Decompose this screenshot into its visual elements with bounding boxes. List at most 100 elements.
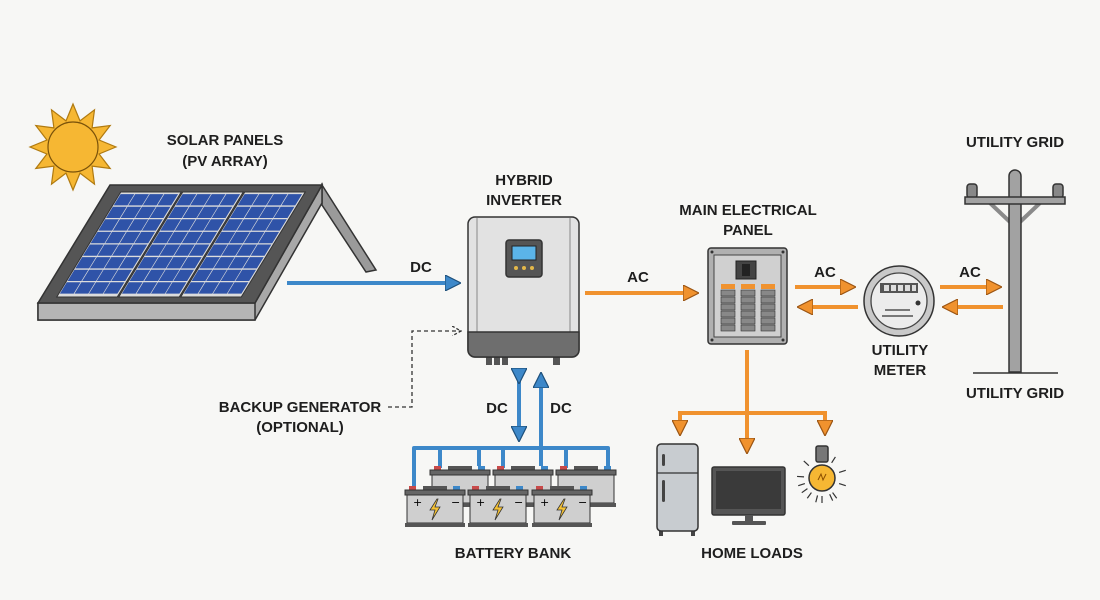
solar-cell bbox=[189, 219, 211, 231]
breaker-switch bbox=[740, 296, 756, 304]
svg-text:+: + bbox=[540, 496, 549, 509]
battery-bank[interactable]: +−+−+− bbox=[404, 466, 617, 527]
solar-cell bbox=[82, 269, 103, 281]
solar-cell bbox=[227, 282, 249, 294]
solar-cell bbox=[168, 206, 189, 218]
solar-cell bbox=[137, 257, 158, 269]
solar-cell bbox=[104, 257, 126, 269]
breaker-switch bbox=[760, 296, 776, 304]
solar-cell bbox=[182, 206, 204, 218]
solar-cell bbox=[258, 231, 280, 244]
solar-cell bbox=[281, 194, 303, 206]
solar-cell bbox=[235, 269, 256, 281]
solar-cell bbox=[167, 231, 188, 244]
solar-cell bbox=[197, 206, 218, 218]
svg-text:−: − bbox=[451, 496, 460, 509]
sun-icon bbox=[28, 102, 118, 192]
solar-cell bbox=[142, 194, 164, 206]
solar-cell bbox=[191, 269, 213, 281]
solar-cell bbox=[144, 269, 165, 281]
utility-grid-label-top: UTILITY GRID bbox=[966, 134, 1064, 151]
solar-cell bbox=[59, 282, 81, 294]
solar-cell bbox=[112, 244, 133, 256]
solar-cell bbox=[206, 244, 228, 256]
breaker-switch bbox=[720, 324, 736, 332]
solar-cell bbox=[229, 231, 250, 244]
breaker-switch bbox=[720, 289, 736, 297]
solar-cell bbox=[121, 282, 143, 294]
solar-cell bbox=[236, 219, 258, 231]
solar-panel-icon[interactable] bbox=[36, 182, 378, 321]
hybrid-label: HYBRID bbox=[495, 172, 553, 189]
breaker-switch bbox=[720, 296, 736, 304]
solar-cell bbox=[119, 231, 141, 244]
solar-cell bbox=[105, 231, 126, 244]
backup-generator-connection bbox=[388, 331, 461, 408]
solar-cell bbox=[149, 206, 171, 218]
breaker-switch bbox=[740, 303, 756, 311]
solar-cell bbox=[112, 219, 134, 231]
solar-cell bbox=[220, 269, 242, 281]
solar-cell bbox=[211, 206, 233, 218]
battery-icon: +− bbox=[531, 486, 593, 527]
ac-label-meter-grid: AC bbox=[959, 264, 981, 281]
solar-cell bbox=[165, 282, 187, 294]
solar-cell bbox=[273, 206, 295, 218]
solar-cell bbox=[174, 244, 195, 256]
solar-cell bbox=[75, 257, 96, 269]
solar-cell bbox=[228, 257, 250, 269]
solar-cell bbox=[134, 231, 156, 244]
solar-cell bbox=[181, 231, 203, 244]
inverter-icon[interactable] bbox=[467, 216, 580, 365]
svg-text:+: + bbox=[413, 496, 422, 509]
solar-cell bbox=[213, 257, 235, 269]
solar-cell bbox=[136, 282, 158, 294]
fridge-icon[interactable] bbox=[656, 443, 699, 536]
solar-cell bbox=[222, 219, 243, 231]
solar-cell bbox=[82, 244, 104, 256]
meter-icon[interactable] bbox=[863, 265, 935, 337]
solar-cell bbox=[251, 219, 273, 231]
breaker-panel-icon[interactable] bbox=[707, 247, 788, 345]
panel-label: PANEL bbox=[723, 222, 773, 239]
solar-cell bbox=[142, 219, 163, 231]
solar-cell bbox=[266, 219, 287, 231]
solar-cell bbox=[219, 194, 241, 206]
meter-label: METER bbox=[874, 362, 927, 379]
solar-cell bbox=[160, 219, 181, 231]
light-bulb-icon[interactable] bbox=[797, 445, 846, 503]
solar-cell bbox=[204, 219, 225, 231]
solar-cell bbox=[144, 244, 166, 256]
dc-label-pv: DC bbox=[410, 259, 432, 276]
ac-distribution-lines bbox=[680, 350, 825, 448]
battery-icon: +− bbox=[467, 486, 529, 527]
breaker-switch bbox=[760, 289, 776, 297]
solar-cell bbox=[266, 194, 288, 206]
solar-cell bbox=[221, 244, 243, 256]
solar-cell bbox=[198, 282, 220, 294]
utility-pole-icon[interactable] bbox=[964, 169, 1066, 374]
tv-icon[interactable] bbox=[711, 466, 786, 525]
solar-cell bbox=[119, 257, 140, 269]
solar-cell bbox=[199, 257, 220, 269]
solar-cell bbox=[196, 231, 218, 244]
breaker-switch bbox=[740, 310, 756, 318]
solar-cell bbox=[97, 244, 119, 256]
breaker-switch bbox=[760, 317, 776, 325]
svg-text:+: + bbox=[476, 496, 485, 509]
solar-cell bbox=[113, 194, 135, 206]
solar-cell bbox=[214, 231, 236, 244]
utility-grid-label-bottom: UTILITY GRID bbox=[966, 385, 1064, 402]
solar-cell bbox=[236, 244, 257, 256]
solar-cell bbox=[103, 282, 125, 294]
solar-cell bbox=[157, 194, 179, 206]
breaker-switch bbox=[760, 310, 776, 318]
solar-cell bbox=[152, 231, 174, 244]
breaker-switch bbox=[740, 289, 756, 297]
optional-label: (OPTIONAL) bbox=[256, 419, 344, 436]
solar-cell bbox=[213, 282, 234, 294]
solar-cell bbox=[126, 244, 148, 256]
battery-bus bbox=[412, 446, 610, 488]
solar-cell bbox=[96, 269, 118, 281]
